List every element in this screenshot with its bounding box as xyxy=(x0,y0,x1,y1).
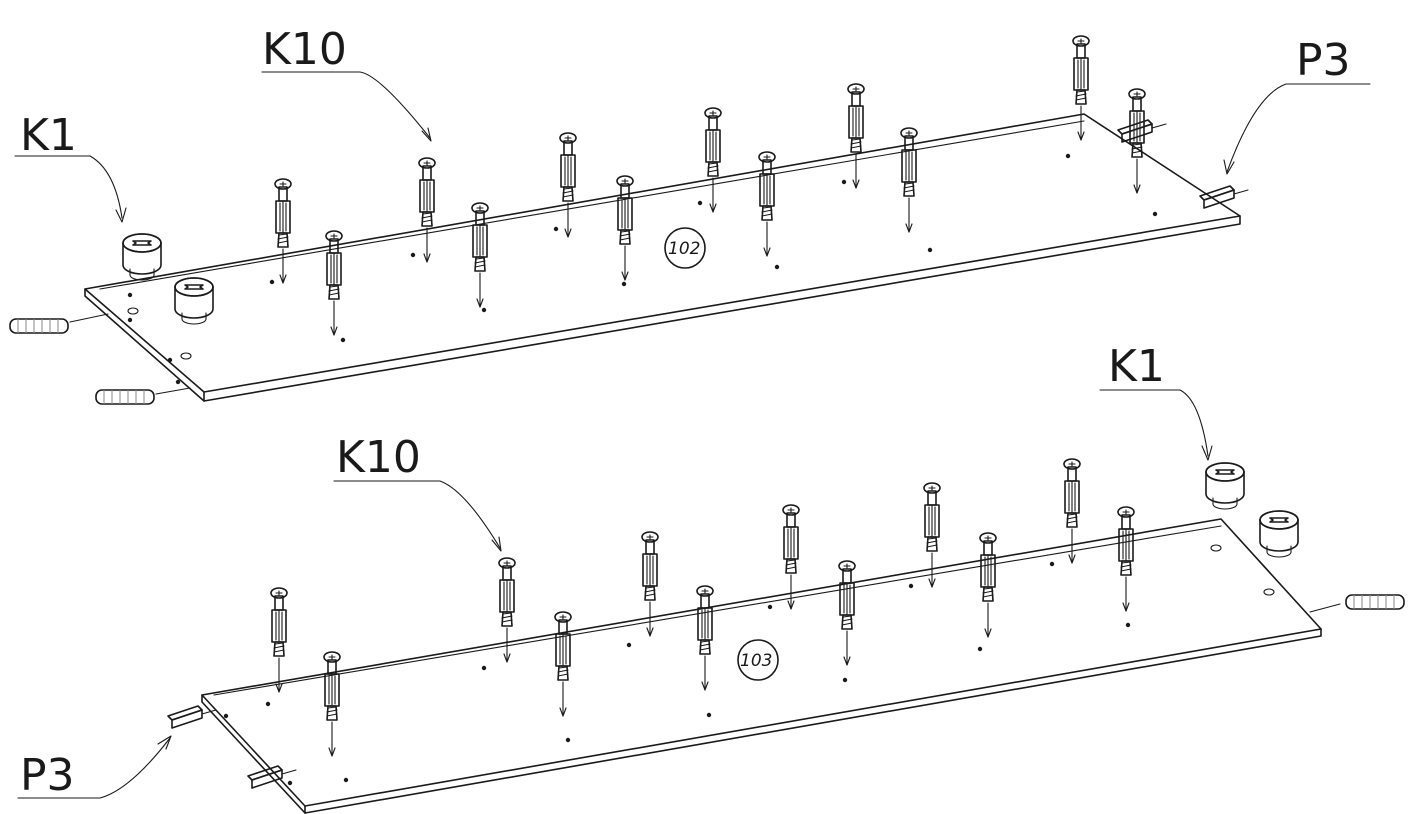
panel-102: 102 xyxy=(9,35,1249,405)
panel-103: 103 xyxy=(167,458,1405,814)
callout-k1-top: K1 xyxy=(14,110,127,223)
callout-p3-top: P3 xyxy=(1223,35,1371,175)
dowel xyxy=(1345,594,1405,610)
cam-bolt xyxy=(696,585,714,691)
cam-bolt xyxy=(1128,88,1146,194)
cam-bolt xyxy=(847,83,865,189)
cam-bolt xyxy=(838,560,856,666)
cam-bolt xyxy=(704,107,722,213)
callout-label: P3 xyxy=(1296,35,1351,86)
cam-bolt xyxy=(616,175,634,281)
cam-bolt xyxy=(923,482,941,588)
cam-bolt xyxy=(554,611,572,717)
cam-bolt xyxy=(1117,506,1135,612)
cam-bolt xyxy=(559,132,577,238)
callout-k10-top: K10 xyxy=(261,24,432,142)
callout-label: K10 xyxy=(262,24,347,75)
cam-bolt xyxy=(758,151,776,257)
callout-label: P3 xyxy=(20,750,75,801)
callout-label: K10 xyxy=(336,432,421,483)
dowel xyxy=(9,318,69,334)
callout-p3-bottom: P3 xyxy=(17,735,172,801)
callout-label: K1 xyxy=(20,110,77,161)
cam-lock xyxy=(1205,462,1245,510)
cover-plug xyxy=(1117,119,1167,143)
cam-bolt xyxy=(270,587,288,693)
cam-lock xyxy=(122,233,162,281)
cam-bolt xyxy=(323,651,341,757)
callout-k1-bottom: K1 xyxy=(1099,341,1213,461)
dowel xyxy=(95,389,155,405)
cam-lock xyxy=(1259,510,1299,558)
panel-number-103: 103 xyxy=(740,651,772,671)
cam-bolt xyxy=(979,532,997,638)
cam-lock xyxy=(174,277,214,325)
callout-k10-bottom: K10 xyxy=(333,432,502,552)
cam-bolt xyxy=(418,157,436,263)
cam-bolt xyxy=(1072,35,1090,141)
cam-bolt xyxy=(1063,458,1081,564)
cam-bolt xyxy=(782,504,800,610)
panel-number-102: 102 xyxy=(668,239,700,259)
callout-label: K1 xyxy=(1108,341,1165,392)
cam-bolt xyxy=(274,178,292,284)
